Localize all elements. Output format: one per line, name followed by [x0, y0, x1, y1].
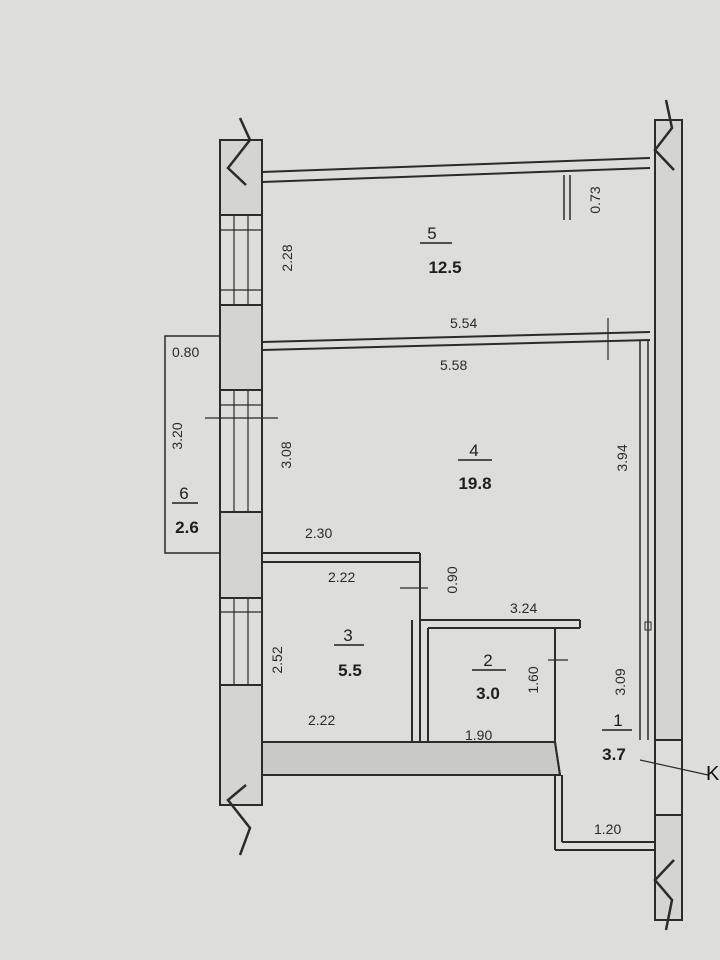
room-5-label: 5 12.5: [420, 224, 462, 277]
bottom-wall: [261, 741, 562, 776]
walls: [164, 99, 683, 931]
room-4-label: 4 19.8: [458, 441, 492, 493]
dim-3-94: 3.94: [614, 444, 630, 471]
dim-2-30: 2.30: [305, 525, 332, 541]
dim-3-20: 3.20: [169, 422, 185, 449]
dim-0-90: 0.90: [444, 566, 460, 593]
dim-2-22-top: 2.22: [328, 569, 355, 585]
left-wall-break-bottom: [226, 784, 252, 856]
room-6-label: 6 2.6: [172, 484, 199, 537]
left-pier-top: [219, 139, 263, 216]
dim-3-08: 3.08: [278, 441, 294, 468]
left-wall-break-top: [226, 117, 252, 186]
dim-2-22-bottom: 2.22: [308, 712, 335, 728]
room-2-area: 3.0: [476, 684, 500, 703]
left-pier-middle: [219, 511, 263, 599]
right-wall-break-bottom: [653, 859, 675, 931]
room-4-area: 19.8: [458, 474, 491, 493]
room-3-number: 3: [343, 626, 352, 645]
dim-2-28: 2.28: [279, 244, 295, 271]
room-2-number: 2: [483, 651, 492, 670]
balcony-outline: [164, 335, 220, 554]
dim-5-58: 5.58: [440, 357, 467, 373]
dim-1-20: 1.20: [594, 821, 621, 837]
dim-2-52: 2.52: [269, 646, 285, 673]
room-1-number: 1: [613, 711, 622, 730]
dim-3-24: 3.24: [510, 600, 537, 616]
edge-marker: K: [706, 763, 720, 785]
room-6-number: 6: [179, 484, 188, 503]
room-4-number: 4: [469, 441, 478, 460]
room-5-number: 5: [427, 224, 436, 243]
room-1-label: 1 3.7: [602, 711, 632, 764]
dim-1-90: 1.90: [465, 727, 492, 743]
left-pier-upper: [219, 304, 263, 391]
room-3-area: 5.5: [338, 661, 362, 680]
right-wall-break-top: [653, 99, 675, 171]
left-pier-bottom: [219, 684, 263, 806]
room-3-label: 3 5.5: [334, 626, 364, 680]
room-2-label: 2 3.0: [472, 651, 506, 703]
room-6-area: 2.6: [175, 518, 199, 537]
dim-5-54: 5.54: [450, 315, 477, 331]
dimension-ticks: [205, 318, 709, 776]
dim-3-09: 3.09: [612, 668, 628, 695]
room-5-area: 12.5: [428, 258, 461, 277]
dim-0-73: 0.73: [587, 186, 603, 213]
dim-0-80: 0.80: [172, 344, 199, 360]
right-wall-upper: [654, 119, 683, 741]
room-1-area: 3.7: [602, 745, 626, 764]
dim-1-60: 1.60: [525, 666, 541, 693]
